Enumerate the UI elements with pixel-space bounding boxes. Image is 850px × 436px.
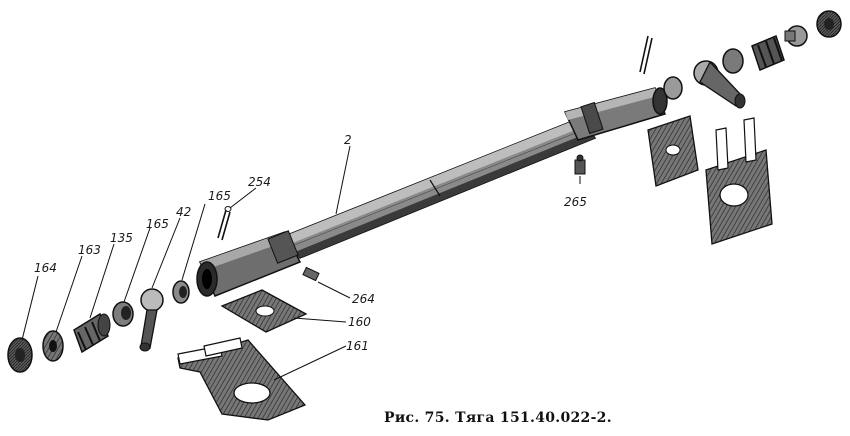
callout-160: 160 bbox=[348, 315, 371, 329]
plug-164-left bbox=[7, 337, 33, 373]
callout-42: 42 bbox=[176, 205, 192, 219]
callout-264: 264 bbox=[352, 292, 375, 306]
leader-lines bbox=[21, 145, 581, 381]
bracket-161 bbox=[177, 337, 307, 421]
plate-right bbox=[647, 115, 699, 187]
callout-2: 2 bbox=[344, 133, 352, 147]
grease-fitting-264 bbox=[302, 266, 320, 282]
grease-fitting-265 bbox=[574, 154, 586, 175]
cotter-pin-right bbox=[639, 35, 653, 75]
figure-caption: Рис. 75. Тяга 151.40.022-2. bbox=[384, 410, 612, 426]
washer-right bbox=[784, 25, 808, 47]
callout-165-left: 165 bbox=[146, 217, 169, 231]
spring-right bbox=[751, 34, 785, 72]
callout-254: 254 bbox=[248, 175, 271, 189]
callout-164: 164 bbox=[34, 261, 57, 275]
cup-165-left bbox=[112, 301, 134, 327]
tube-right-end bbox=[563, 87, 668, 141]
bracket-right bbox=[705, 117, 773, 245]
tube-left-end bbox=[196, 230, 302, 297]
cup-right bbox=[663, 76, 683, 100]
plug-right bbox=[816, 10, 842, 38]
ball-pin-42 bbox=[139, 288, 164, 352]
callout-265: 265 bbox=[564, 195, 587, 209]
spring-135 bbox=[73, 312, 111, 354]
callout-161: 161 bbox=[346, 339, 369, 353]
plate-160 bbox=[220, 289, 308, 333]
tube-part-2 bbox=[283, 117, 597, 259]
ball-pin-right bbox=[693, 60, 746, 109]
callout-163: 163 bbox=[78, 243, 101, 257]
callout-165-right: 165 bbox=[208, 189, 231, 203]
cup-right-2 bbox=[722, 48, 744, 74]
washer-163 bbox=[42, 330, 64, 362]
cotter-pin-254 bbox=[217, 206, 232, 241]
callout-135: 135 bbox=[110, 231, 133, 245]
cup-165-right bbox=[172, 280, 190, 304]
